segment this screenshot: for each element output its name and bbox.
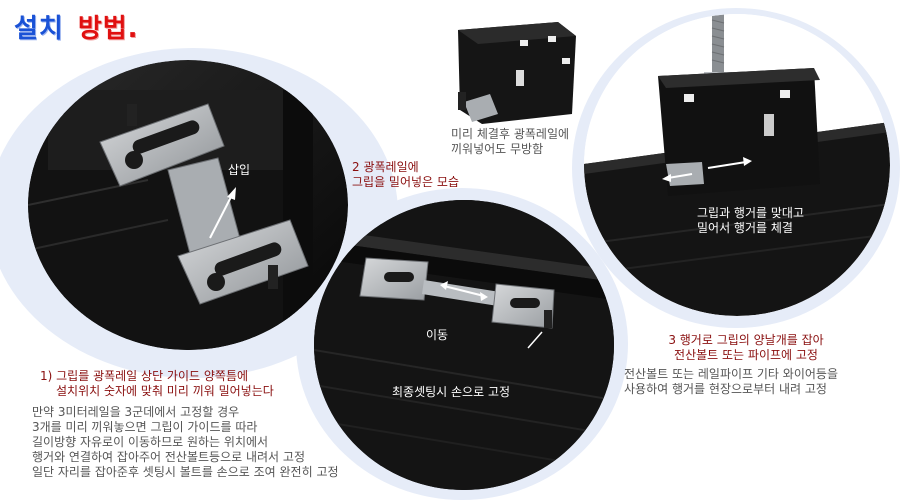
photo-left-illustration [28,60,348,350]
photo-middle [314,200,614,490]
title-part1: 설치 [14,14,64,44]
middle-move-label: 이동 [426,328,449,342]
step1-heading-line-1: 1) 그립를 광폭레일 상단 가이드 양쪽틈에 [40,369,249,383]
right-heading-line-2: 전산볼트 또는 파이프에 고정 [674,348,818,362]
step1-desc-line-3: 길이방향 자유로이 이동하므로 원하는 위치에서 [32,435,269,449]
photo-middle-illustration [314,200,614,490]
step1-desc-line-1: 만약 3미터레일을 3군데에서 고정할 경우 [32,405,240,419]
step1-description: 만약 3미터레일을 3군데에서 고정할 경우 3개를 미리 끼워놓으면 그립이 … [32,405,339,480]
right-photo-label: 그립과 행거를 맞대고 밀어서 행거를 체결 [697,206,804,236]
right-label-line-2: 밀어서 행거를 체결 [697,221,793,235]
photo-left [28,60,348,350]
right-heading-line-1: 3 행거로 그립의 양날개를 잡아 [668,333,824,347]
photo-top-illustration [458,22,576,124]
right-desc-line-1: 전산볼트 또는 레일파이프 기타 와이어등을 [624,367,838,381]
right-heading: 3 행거로 그립의 양날개를 잡아 전산볼트 또는 파이프에 고정 [646,333,846,363]
top-caption-line-2: 끼워넣어도 무방함 [451,142,544,156]
middle-fix-label: 최종셋팅시 손으로 고정 [392,385,511,399]
middle-heading: 2 광폭레일에 그립을 밀어넣은 모습 [352,160,459,190]
photo-top [450,18,580,128]
step1-desc-line-4: 행거와 연결하여 잡아주어 전산볼트등으로 내려서 고정 [32,450,305,464]
page-title: 설치 방법. [14,8,139,45]
right-desc-line-2: 사용하여 행거를 현장으로부터 내려 고정 [624,382,827,396]
photo-right [584,14,890,316]
step1-heading: 1) 그립를 광폭레일 상단 가이드 양쪽틈에 설치위치 숫자에 맞춰 미리 끼… [40,369,274,399]
photo-right-illustration [584,14,890,316]
right-label-line-1: 그립과 행거를 맞대고 [697,206,804,220]
step1-desc-line-2: 3개를 미리 끼워놓으면 그립이 가이드를 따라 [32,420,258,434]
top-caption-line-1: 미리 체결후 광폭레일에 [451,127,570,141]
middle-heading-line-1: 2 광폭레일에 [352,160,419,174]
middle-heading-line-2: 그립을 밀어넣은 모습 [352,175,459,189]
title-part2: 방법. [77,14,139,44]
top-photo-caption: 미리 체결후 광폭레일에 끼워넣어도 무방함 [451,127,569,157]
step1-heading-line-2: 설치위치 숫자에 맞춰 미리 끼워 밀어넣는다 [56,384,274,398]
right-description: 전산볼트 또는 레일파이프 기타 와이어등을 사용하여 행거를 현장으로부터 내… [624,367,838,397]
step1-desc-line-5: 일단 자리를 잡아준후 셋팅시 볼트를 손으로 조여 완전히 고정 [32,465,339,479]
left-photo-label: 삽입 [228,163,251,177]
